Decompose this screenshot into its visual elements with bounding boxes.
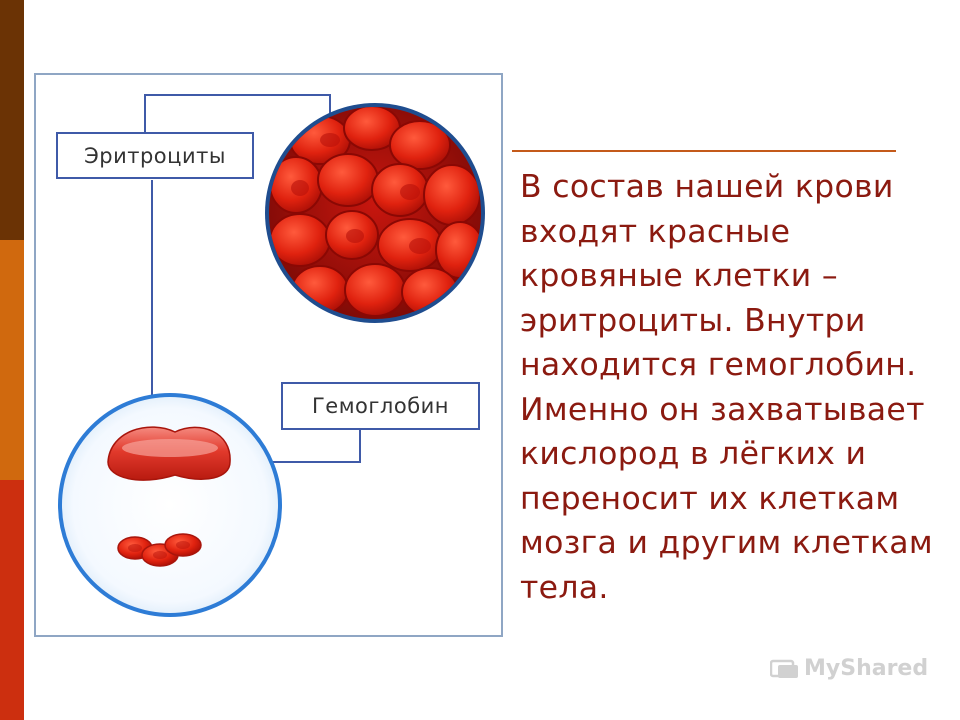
hemoglobin-label: Гемоглобин <box>281 382 480 430</box>
myshared-logo-icon <box>770 659 798 678</box>
sidebar-stripe-middle <box>0 240 24 480</box>
title-divider-line <box>512 150 896 152</box>
body-text: В состав нашей крови входят красные кров… <box>520 169 933 606</box>
small-red-blood-cells <box>117 533 202 567</box>
sidebar-stripe-top <box>0 0 24 240</box>
watermark-text: MyShared <box>804 656 929 681</box>
erythrocytes-label: Эритроциты <box>56 132 254 179</box>
red-blood-cell-cross-section <box>107 426 231 481</box>
hemoglobin-illustration <box>58 393 282 617</box>
erythrocytes-micrograph <box>265 103 485 323</box>
sidebar-stripe-bottom <box>0 480 24 720</box>
watermark: MyShared <box>770 656 928 681</box>
red-blood-cells-cluster <box>269 107 481 317</box>
